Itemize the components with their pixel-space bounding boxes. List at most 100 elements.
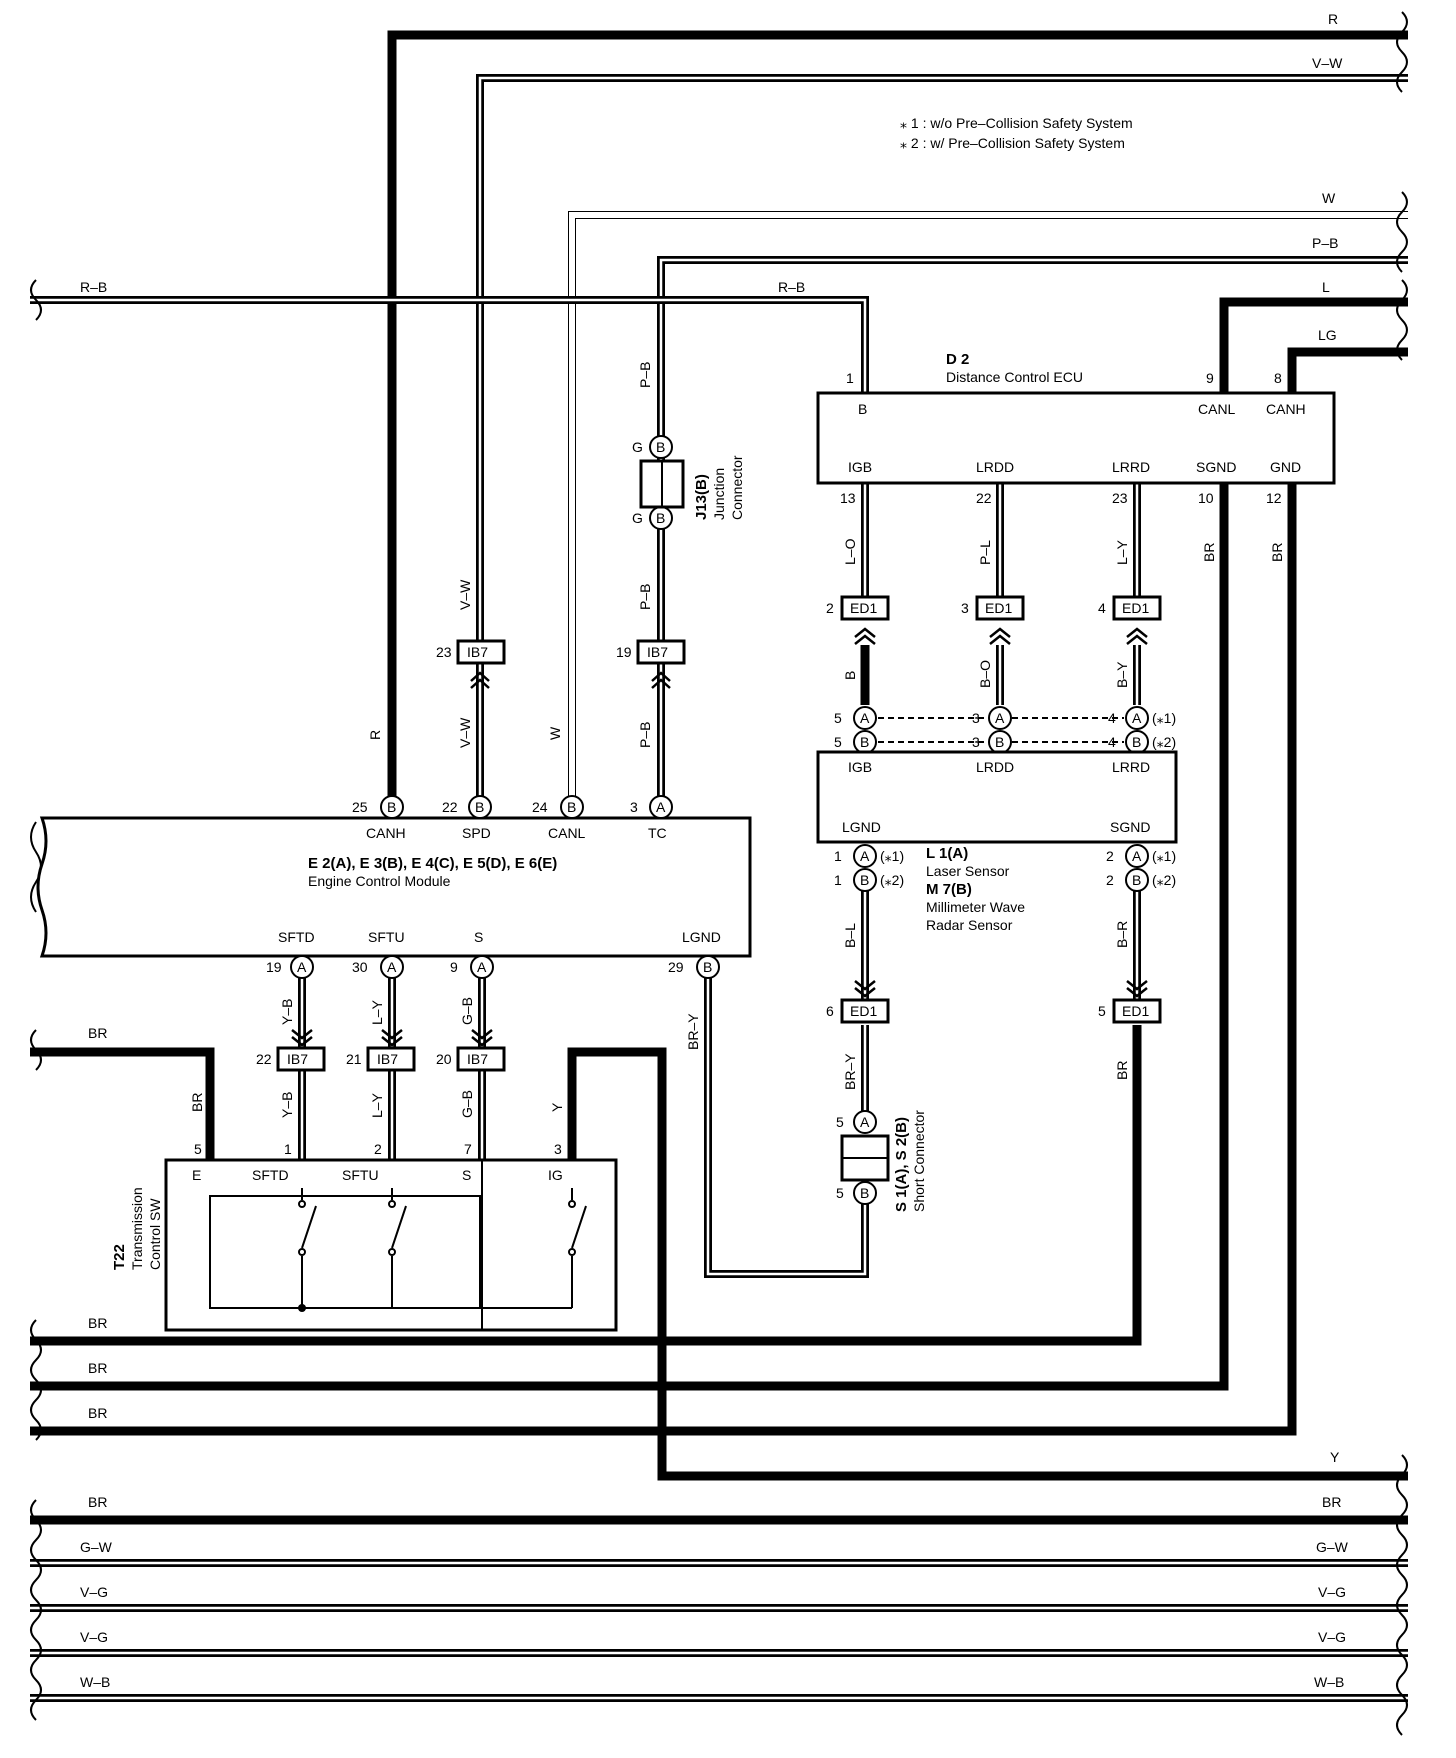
d2-term-lrdd: LRDD [976,459,1014,475]
svg-text:IB7: IB7 [647,644,668,660]
d2-term-igb: IGB [848,459,872,475]
svg-text:IB7: IB7 [377,1051,398,1067]
sensor-sys2-sgnd: (⁎2) [1152,872,1176,888]
d2-pin-8: 8 [1274,370,1282,386]
wire-y [567,1047,1408,1481]
svg-text:20: 20 [436,1051,452,1067]
svg-text:6: 6 [826,1003,834,1019]
t22-term-sftd: SFTD [252,1167,289,1183]
ecm-term-tc: TC [648,825,667,841]
label-vw-vert1: V–W [457,579,473,610]
label-br-bus-r: BR [1322,1494,1341,1510]
short-name: Short Connector [911,1110,927,1212]
sensor-pin-5b: 5 [834,734,842,750]
sensor-term-lrdd: LRDD [976,759,1014,775]
label-bl: B–L [842,923,858,948]
svg-text:A: A [477,959,487,975]
pin-circle-ecm-30: A [380,955,404,979]
j13-name-2: Connector [729,455,745,520]
label-yb-1: Y–B [279,999,295,1025]
wire-l [1219,297,1408,395]
ecm-pin-22: 22 [442,799,458,815]
pin-circle-sens-3b: B [988,730,1012,754]
label-ly: L–Y [1114,539,1130,565]
svg-text:B: B [1132,872,1141,888]
ecm-pin-30: 30 [352,959,368,975]
svg-text:ED1: ED1 [1122,1003,1149,1019]
label-brr: B–R [1114,921,1130,948]
switch-ig [482,1188,587,1309]
t22-pin-7: 7 [464,1141,472,1157]
pin-circle-sens-3a: A [988,706,1012,730]
ed1-2: ED1 2 [826,595,890,621]
t22-pin-3: 3 [554,1141,562,1157]
label-vg-r1: V–G [1318,1584,1346,1600]
svg-text:ED1: ED1 [850,600,877,616]
t22-term-s: S [462,1167,471,1183]
label-w-top: W [1322,190,1336,206]
d2-ecu: D 2 Distance Control ECU 1 9 8 B CANL CA… [816,351,1336,506]
sensor-sys1-lgnd: (⁎1) [880,848,904,864]
label-y-t22: Y [549,1102,565,1112]
svg-text:IB7: IB7 [467,644,488,660]
ecm-pin-29: 29 [668,959,684,975]
t22-name-2: Control SW [147,1198,163,1270]
svg-text:4: 4 [1098,600,1106,616]
d2-pin-9: 9 [1206,370,1214,386]
sensor-pin-1b: 1 [834,872,842,888]
circle-pins: B B B A A A A B A A A B B B A B A B B B … [290,435,1149,1205]
pin-circle-ecm-19: A [290,955,314,979]
svg-text:IB7: IB7 [287,1051,308,1067]
svg-text:B: B [860,734,869,750]
t22-pin-1: 1 [284,1141,292,1157]
label-pl: P–L [977,540,993,565]
svg-text:A: A [297,959,307,975]
sensor-code-1: L 1(A) [926,845,968,862]
sensor-pin-2a: 2 [1106,848,1114,864]
pin-circle-ecm-9: A [470,955,494,979]
t22-code: T22 [111,1244,128,1270]
wire-labels: R V–W W P–B L LG R–B R–B R V–W V–W W P–B… [80,11,1349,1690]
pin-circle-sens-2a: A [1125,844,1149,868]
t22-transmission-control-sw: E SFTD SFTU S IG 5 1 2 7 3 T22 Transmiss… [111,1141,618,1332]
label-br-gnd: BR [1269,543,1285,562]
sensor-name-2a: Millimeter Wave [926,899,1025,915]
short-code: S 1(A), S 2(B) [893,1117,910,1212]
pin-circle-ecm-25: B [380,795,404,819]
pin-circle-ecm-24: B [560,795,584,819]
ecm-term-sftu: SFTU [368,929,405,945]
label-vw-top: V–W [1312,55,1343,71]
pin-circle-sens-2b: B [1125,868,1149,892]
label-vg-l2: V–G [80,1629,108,1645]
sensor-sys1-top: (⁎1) [1152,710,1176,726]
svg-text:A: A [860,710,870,726]
label-y-right: Y [1330,1449,1340,1465]
ib7-21: IB7 21 [346,1046,416,1072]
sensor-name-1: Laser Sensor [926,863,1010,879]
ecm-pin-19: 19 [266,959,282,975]
label-vg-r2: V–G [1318,1629,1346,1645]
label-yb-2: Y–B [279,1092,295,1118]
sensor-sys1-sgnd: (⁎1) [1152,848,1176,864]
pin-circle-ecm-22: B [468,795,492,819]
ecm-pin-9: 9 [450,959,458,975]
svg-text:21: 21 [346,1051,362,1067]
pin-circle-j13-top: B [649,435,673,459]
label-rb-left: R–B [80,279,107,295]
sensor-pin-2b: 2 [1106,872,1114,888]
sensor-term-igb: IGB [848,759,872,775]
d2-term-canl: CANL [1198,401,1236,417]
ecm-term-s: S [474,929,483,945]
svg-text:2: 2 [826,600,834,616]
ecm-term-canh: CANH [366,825,406,841]
t22-junction-dot [298,1304,306,1312]
svg-text:B: B [656,439,665,455]
label-vg-l1: V–G [80,1584,108,1600]
svg-text:19: 19 [616,644,632,660]
wire-br-t22 [30,1047,215,1160]
short-pin-5-top: 5 [836,1114,844,1130]
wire-br-gnd [30,484,1297,1436]
